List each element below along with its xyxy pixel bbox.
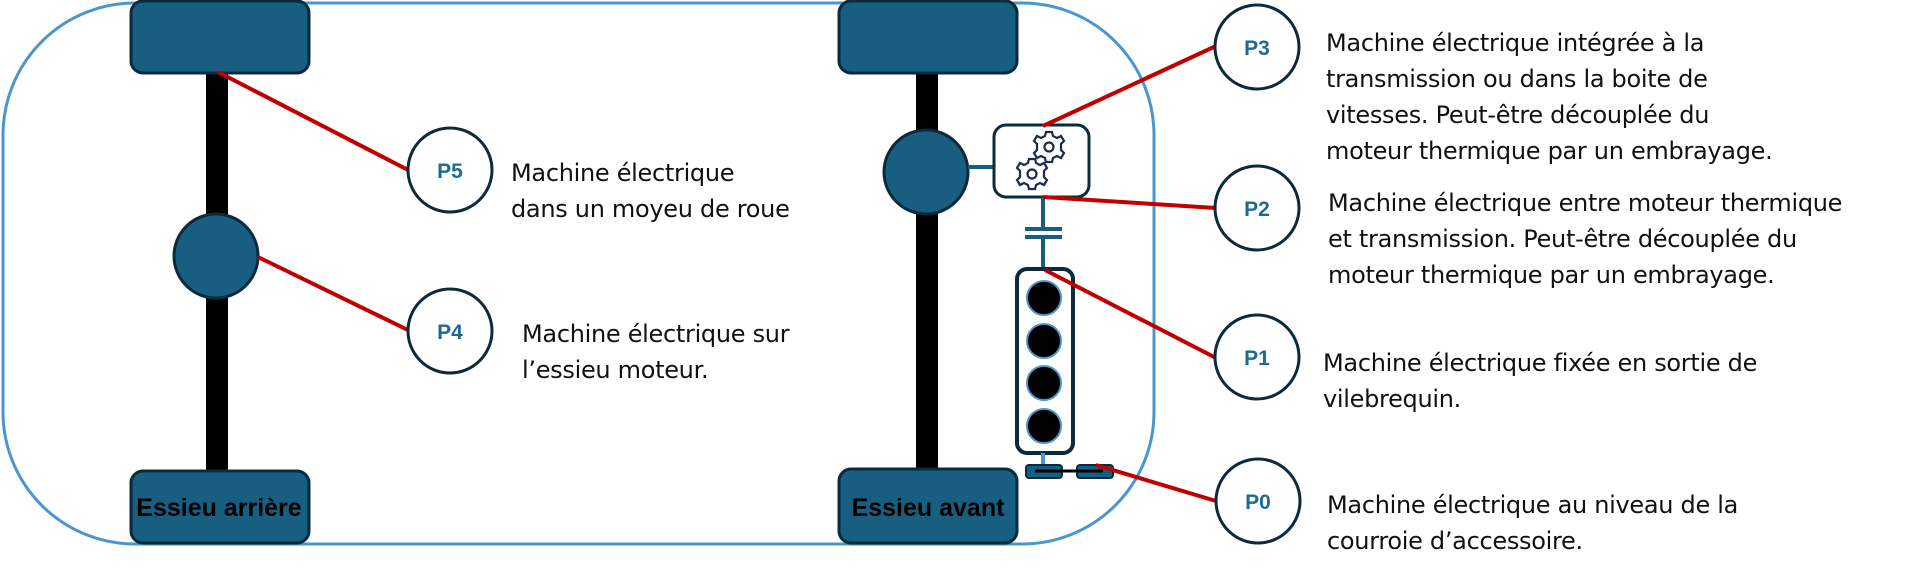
description-line: vilebrequin.: [1323, 385, 1461, 413]
description-line: Machine électrique: [511, 159, 735, 187]
description-p4: Machine électrique sur l’essieu moteur.: [522, 316, 790, 388]
description-line: courroie d’accessoire.: [1327, 527, 1583, 555]
leader-p5: [217, 70, 411, 173]
description-line: l’essieu moteur.: [522, 356, 709, 384]
badge-p4-label: P4: [437, 321, 463, 344]
badge-p0: P0: [1214, 457, 1302, 545]
rear-axle-label: Essieu arrière: [136, 494, 301, 522]
description-line: dans un moyeu de roue: [511, 195, 790, 223]
front-axle: Essieu avant: [837, 0, 1019, 545]
description-p3: Machine électrique intégrée à la transmi…: [1326, 25, 1773, 169]
rear-axle: Essieu arrière: [129, 0, 311, 545]
description-p2: Machine électrique entre moteur thermiqu…: [1328, 185, 1842, 293]
rear-right-wheel: [129, 469, 311, 545]
badge-p4: P4: [406, 287, 494, 375]
description-line: Machine électrique fixée en sortie de: [1323, 349, 1758, 377]
vehicle-outline: [1, 1, 1156, 546]
gearbox-box: [992, 123, 1091, 199]
description-line: transmission ou dans la boite de: [1326, 65, 1708, 93]
gears-icon: [1015, 130, 1066, 191]
badge-p3: P3: [1213, 3, 1301, 91]
description-line: et transmission. Peut-être découplée du: [1328, 225, 1797, 253]
description-line: vitesses. Peut-être découplée du: [1326, 101, 1710, 129]
clutch-icon: [1025, 197, 1062, 270]
description-line: moteur thermique par un embrayage.: [1326, 137, 1773, 165]
description-line: Machine électrique sur: [522, 320, 790, 348]
engine-block-icon: [1015, 267, 1075, 455]
leader-p3: [1042, 44, 1217, 128]
front-left-wheel: [837, 0, 1019, 75]
description-line: Machine électrique entre moteur thermiqu…: [1328, 189, 1843, 217]
badge-p0-label: P0: [1245, 491, 1271, 514]
leader-p0: [1095, 463, 1217, 503]
cylinder-4: [1026, 408, 1062, 444]
description-line: moteur thermique par un embrayage.: [1328, 261, 1775, 289]
front-axle-label: Essieu avant: [852, 494, 1006, 522]
description-line: Machine électrique au niveau de la: [1327, 491, 1739, 519]
leader-p2: [1042, 195, 1217, 210]
gearbox: [992, 123, 1091, 199]
leader-lines: [217, 44, 1217, 503]
badge-p5: P5: [406, 126, 494, 214]
cylinder-2: [1026, 323, 1062, 359]
description-p0: Machine électrique au niveau de la courr…: [1327, 487, 1738, 559]
front-right-wheel: [837, 467, 1019, 545]
cylinder-1: [1026, 280, 1062, 316]
badge-p2-label: P2: [1244, 198, 1270, 221]
leader-p1: [1044, 268, 1217, 360]
cylinder-3: [1026, 365, 1062, 401]
badge-p2: P2: [1213, 164, 1301, 252]
badge-p5-label: P5: [437, 160, 463, 183]
badge-p1: P1: [1213, 313, 1301, 401]
badge-p3-label: P3: [1244, 37, 1270, 60]
description-line: Machine électrique intégrée à la: [1326, 29, 1705, 57]
front-differential: [882, 128, 970, 216]
description-p5: Machine électrique dans un moyeu de roue: [511, 155, 790, 227]
badge-p1-label: P1: [1244, 347, 1270, 370]
description-p1: Machine électrique fixée en sortie de vi…: [1323, 345, 1757, 417]
rear-left-wheel: [129, 0, 311, 75]
leader-p4: [257, 255, 411, 333]
rear-differential-motor: [172, 212, 260, 300]
